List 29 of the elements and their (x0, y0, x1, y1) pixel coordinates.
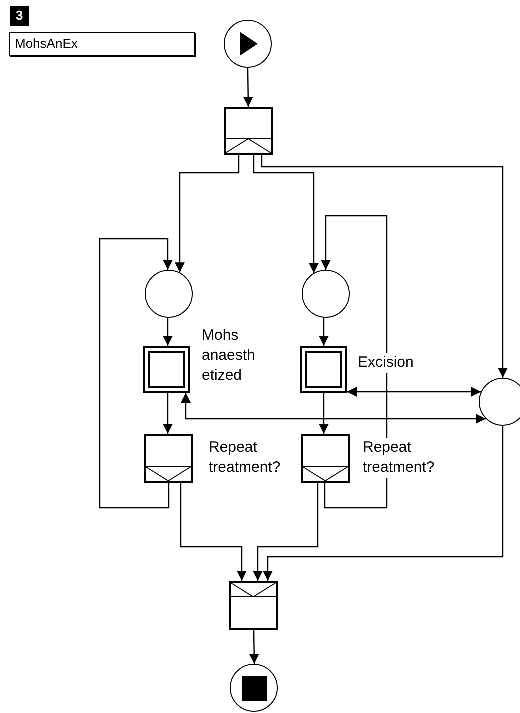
arrow (163, 318, 173, 346)
arrow (253, 155, 319, 274)
task-box (144, 434, 193, 483)
arrow (249, 630, 260, 664)
arrow (180, 483, 247, 581)
arrow (261, 155, 508, 378)
condition-circle (145, 270, 193, 318)
task-box (229, 581, 278, 630)
task-box (143, 346, 190, 393)
condition-circle (230, 664, 278, 712)
condition-circle (224, 20, 272, 68)
task-box (300, 346, 347, 393)
arrow (253, 483, 319, 581)
arrow (163, 393, 173, 434)
arrow (347, 387, 482, 397)
arrow (243, 68, 254, 107)
task-box (224, 107, 273, 155)
arrow (319, 393, 329, 434)
task-label: Excision (358, 353, 414, 373)
arrow (99, 238, 173, 509)
arrow (263, 426, 504, 581)
condition-circle (302, 270, 350, 318)
task-box (301, 434, 350, 483)
arrow (175, 155, 240, 273)
net-number-tab: 3 (10, 6, 30, 26)
net-name: MohsAnEx (15, 36, 78, 52)
arrow (181, 393, 486, 424)
condition-circle (479, 378, 520, 426)
arrow (319, 318, 329, 346)
